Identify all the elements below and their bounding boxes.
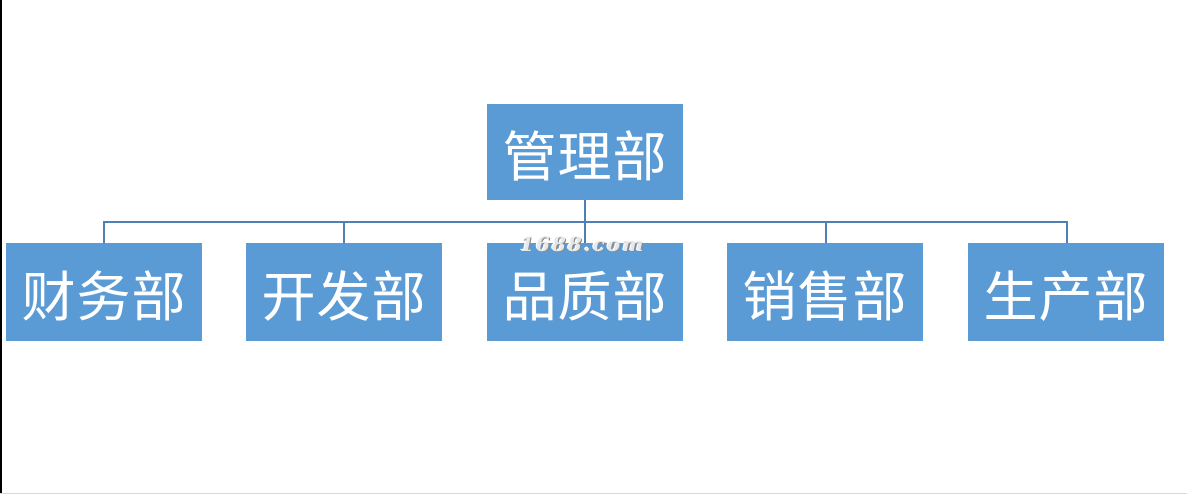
org-node-finance-box: 财务部 [6, 243, 202, 341]
branch-connector-production [1066, 221, 1068, 243]
org-node-quality-box: 品质部 [487, 243, 683, 341]
org-node-sales-box: 销售部 [727, 243, 923, 341]
org-node-development-box: 开发部 [246, 243, 442, 341]
watermark-text: 1688.com [520, 232, 646, 256]
branch-connector-sales [825, 221, 827, 243]
org-node-production-box: 生产部 [968, 243, 1164, 341]
branch-connector-finance [103, 221, 105, 243]
root-stem-connector [584, 200, 586, 222]
branch-connector-development [343, 221, 345, 243]
org-root-management-box: 管理部 [487, 104, 683, 200]
org-node-label: 品质部 [502, 265, 668, 329]
org-node-label: 销售部 [742, 265, 908, 329]
branch-connector-quality [584, 221, 586, 243]
page-left-border [0, 0, 2, 494]
org-root-label: 管理部 [502, 125, 668, 189]
org-node-label: 开发部 [261, 265, 427, 329]
org-node-label: 财务部 [21, 265, 187, 329]
org-node-label: 生产部 [983, 265, 1149, 329]
